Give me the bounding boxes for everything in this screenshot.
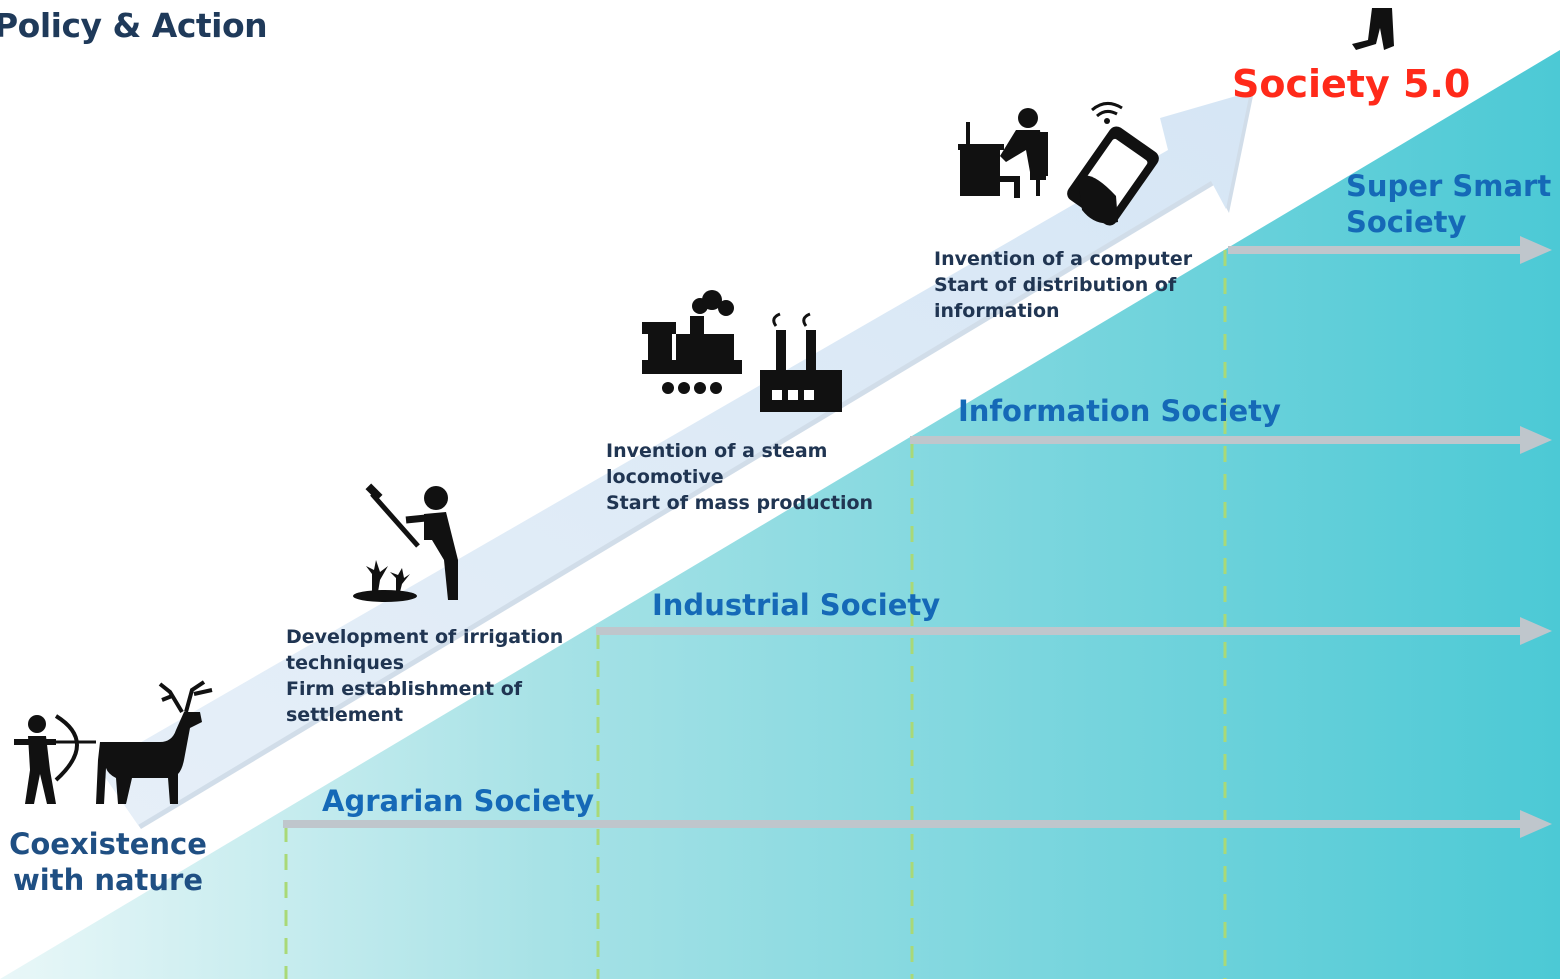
coexistence-label-line2: with nature [12,863,204,897]
milestone-irrigation-line1: Development of irrigation [286,626,564,648]
coexistence-label: Coexistence with nature [6,826,210,898]
milestone-steam-line1: Invention of a steam [606,440,828,462]
steam-locomotive-icon [642,290,742,394]
milestone-steam: Invention of a steam locomotive Start of… [606,438,873,516]
milestone-steam-line2: locomotive [606,466,724,488]
society-label-agrarian: Agrarian Society [322,784,595,818]
era-divider-lines [284,250,1227,979]
society-5-title: Society 5.0 [1232,62,1471,106]
super-smart-arrow [1228,236,1552,264]
milestone-computer-line2: Start of distribution of [934,274,1177,296]
society-label-industrial: Industrial Society [652,588,941,622]
deer-icon [96,680,213,804]
society-label-super-smart: Super Smart Society [1346,168,1551,240]
agrarian-arrow [283,810,1552,838]
teal-slope-background [0,50,1560,979]
farmer-icon [365,483,458,600]
smartphone-icon [1067,102,1159,226]
plants-icon [353,560,417,602]
computer-user-icon [958,108,1048,198]
milestone-computer-line1: Invention of a computer [934,248,1193,270]
milestone-irrigation-line2: techniques [286,652,405,674]
coexistence-label-line1: Coexistence [9,827,207,861]
person-icon [1352,8,1394,50]
society-label-information: Information Society [958,394,1281,428]
milestone-computer: Invention of a computer Start of distrib… [934,246,1192,324]
milestone-steam-line3: Start of mass production [606,492,874,514]
milestone-irrigation-line4: settlement [286,704,404,726]
information-arrow [910,426,1552,454]
factory-icon [760,312,842,412]
progress-arrow [98,92,1253,829]
archer-icon [14,714,96,804]
milestone-irrigation: Development of irrigation techniques Fir… [286,624,563,728]
industrial-arrow [596,617,1552,645]
society-timeline-arrows [283,236,1552,838]
society-label-super-smart-line2: Society [1346,205,1467,239]
milestone-computer-line3: information [934,300,1060,322]
milestone-irrigation-line3: Firm establishment of [286,678,523,700]
page-title: Policy & Action [0,6,268,45]
society-label-super-smart-line1: Super Smart [1346,169,1552,203]
